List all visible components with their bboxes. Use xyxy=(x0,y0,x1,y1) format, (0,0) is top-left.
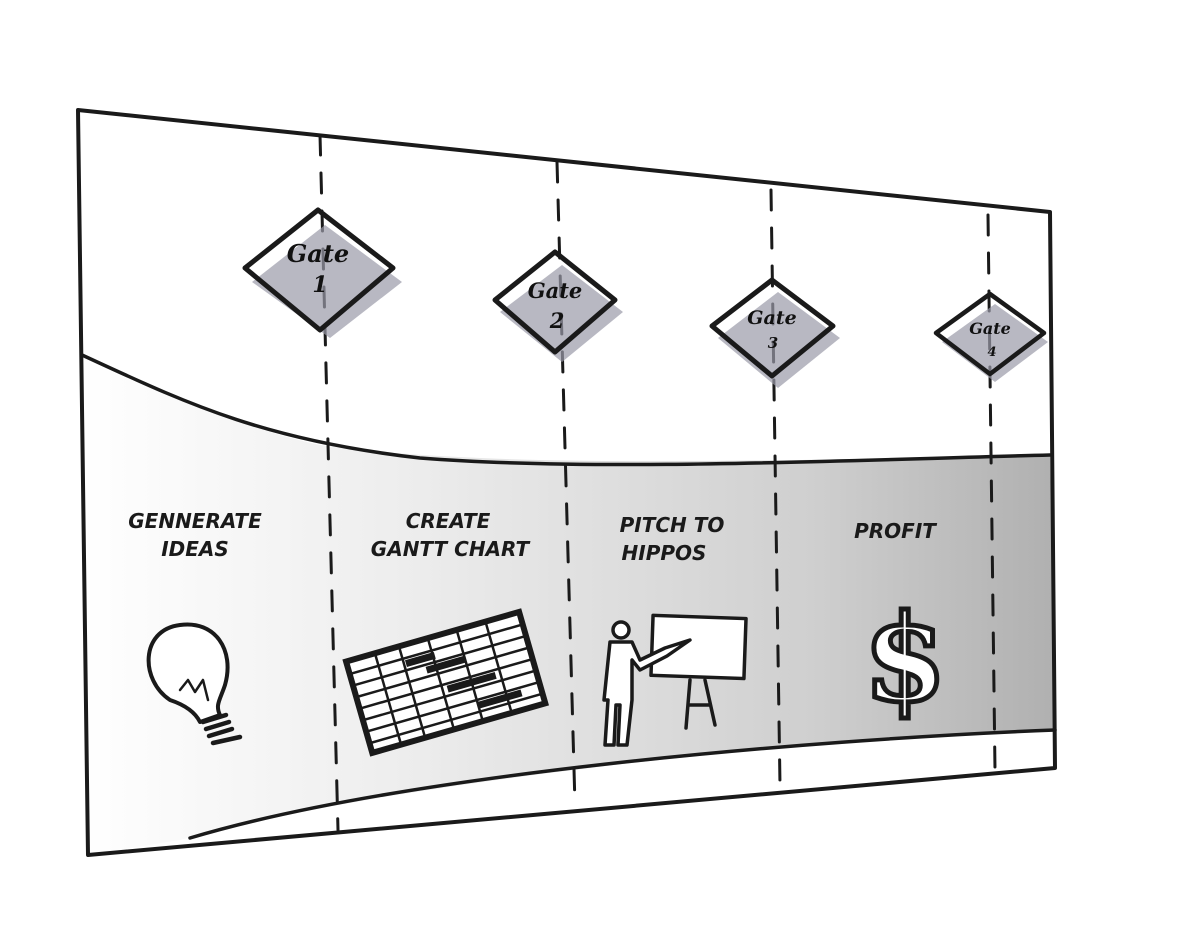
svg-text:$: $ xyxy=(863,588,947,729)
lightbulb-icon xyxy=(146,622,243,746)
stage-label-line1: GENNERATE xyxy=(128,509,262,533)
stage-label-line2: GANTT CHART xyxy=(371,537,531,561)
stage-label-line2: HIPPOS xyxy=(622,541,707,565)
gate-1: Gate 1 xyxy=(242,207,402,338)
gate-2: Gate 2 xyxy=(492,249,623,362)
gate-number: 3 xyxy=(768,334,778,352)
frame xyxy=(76,108,1057,857)
gate-4: Gate 4 xyxy=(933,291,1048,382)
stage-label-line1: PROFIT xyxy=(854,519,937,543)
band-bottom-shadow xyxy=(88,730,1055,855)
stage-label-line1: PITCH TO xyxy=(620,513,725,537)
gate-number: 2 xyxy=(549,308,565,333)
dollar-icon: $ xyxy=(861,586,950,732)
divider-3 xyxy=(769,188,782,787)
gate-label: Gate xyxy=(528,278,583,303)
divider-4 xyxy=(986,213,997,772)
stage-label-line2: IDEAS xyxy=(161,537,229,561)
gate-label: Gate xyxy=(287,239,349,268)
stage-profit: PROFIT xyxy=(854,519,937,543)
upper-curve xyxy=(80,353,1052,467)
presenter-icon xyxy=(602,613,748,747)
stage-band xyxy=(82,360,1055,855)
stage-pitch-to-hippos: PITCH TO HIPPOS xyxy=(620,513,725,565)
gate-number: 1 xyxy=(312,272,327,298)
gate-3: Gate 3 xyxy=(709,277,840,388)
divider-2 xyxy=(555,160,577,807)
gantt-chart-icon xyxy=(342,608,550,757)
stage-generate-ideas: GENNERATE IDEAS xyxy=(128,509,262,561)
stage-create-gantt-chart: CREATE GANTT CHART xyxy=(371,509,531,561)
gate-label: Gate xyxy=(969,319,1011,338)
lower-curve xyxy=(188,728,1057,840)
gate-number: 4 xyxy=(987,345,996,360)
stage-label-line1: CREATE xyxy=(406,509,491,533)
gate-label: Gate xyxy=(747,307,796,329)
